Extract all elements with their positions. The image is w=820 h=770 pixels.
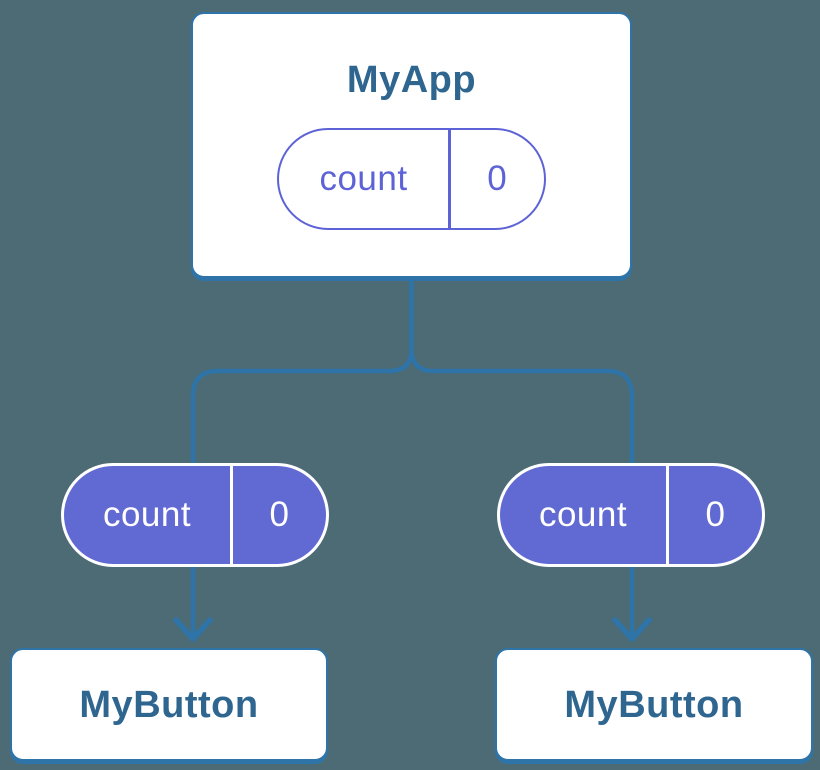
state-pill-left-child: count 0 xyxy=(61,463,329,567)
state-label: count xyxy=(538,495,628,534)
connector-root-to-left-child xyxy=(190,276,414,636)
arrowhead-right-icon xyxy=(612,617,652,642)
state-pill-root: count 0 xyxy=(277,128,546,230)
state-label: count xyxy=(102,495,192,534)
component-title: MyApp xyxy=(346,59,477,101)
state-pill-divider xyxy=(666,466,669,564)
component-node-myapp: MyApp count 0 xyxy=(191,12,632,278)
connector-root-to-right-child xyxy=(409,276,635,636)
state-value-cell: 0 xyxy=(669,466,762,564)
state-value: 0 xyxy=(487,159,508,198)
state-value-cell: 0 xyxy=(233,466,326,564)
component-title: MyButton xyxy=(564,683,744,726)
state-label-cell: count xyxy=(279,130,448,228)
state-pill-divider xyxy=(230,466,233,564)
state-value: 0 xyxy=(705,495,726,534)
state-label-cell: count xyxy=(500,466,666,564)
state-value: 0 xyxy=(269,495,290,534)
state-label: count xyxy=(319,159,408,198)
state-label-cell: count xyxy=(64,466,230,564)
component-title: MyButton xyxy=(79,683,259,726)
state-pill-divider xyxy=(448,130,451,228)
component-node-mybutton-left: MyButton xyxy=(10,648,328,761)
state-pill-right-child: count 0 xyxy=(497,463,765,567)
component-node-mybutton-right: MyButton xyxy=(495,648,813,761)
arrowhead-left-icon xyxy=(173,617,213,642)
state-value-cell: 0 xyxy=(451,130,545,228)
